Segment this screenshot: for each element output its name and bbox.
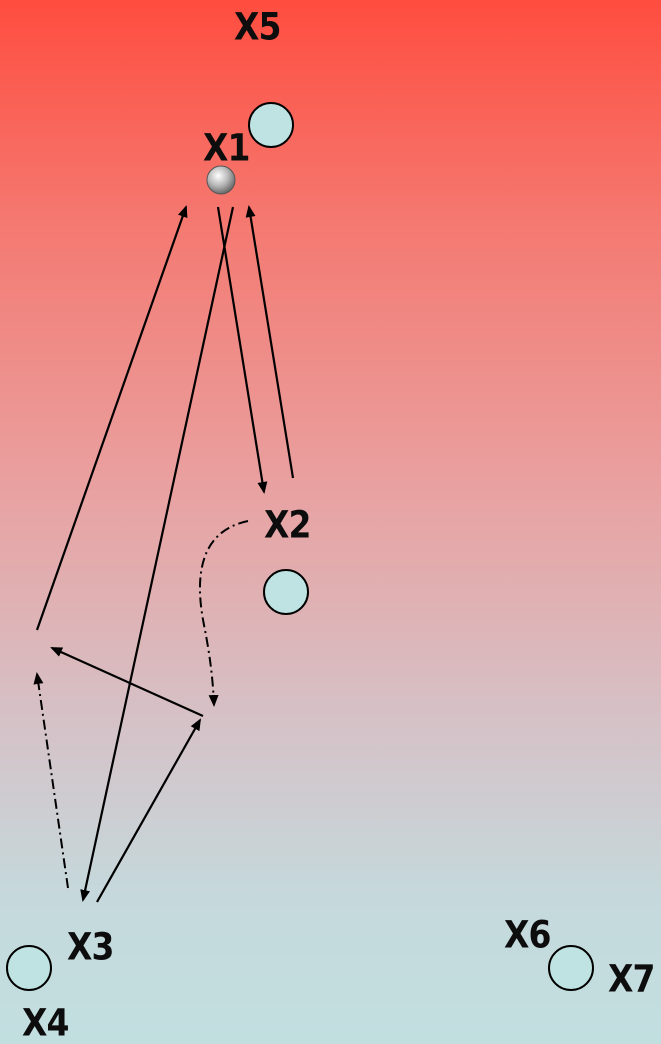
arrow-x1-to-x2	[218, 207, 264, 492]
arrow-x3-to-midright	[97, 720, 200, 902]
ball-icon	[207, 166, 235, 194]
dashdot-path-x2-to-midright	[200, 521, 248, 705]
label-x6: X6	[504, 916, 550, 953]
player-marker-x6	[549, 946, 593, 990]
player-marker-x4	[7, 946, 51, 990]
label-x3: X3	[67, 928, 113, 965]
player-marker-x2	[264, 570, 308, 614]
dashdot-path-x3-to-left	[37, 674, 68, 888]
arrow-midright-to-left	[52, 648, 203, 716]
label-x7: X7	[608, 960, 654, 997]
label-x4: X4	[22, 1004, 68, 1041]
label-x5: X5	[234, 8, 280, 45]
label-x2: X2	[264, 506, 310, 543]
arrow-x3-to-x1	[37, 207, 186, 630]
label-x1: X1	[203, 129, 249, 166]
player-marker-x5	[249, 103, 293, 147]
